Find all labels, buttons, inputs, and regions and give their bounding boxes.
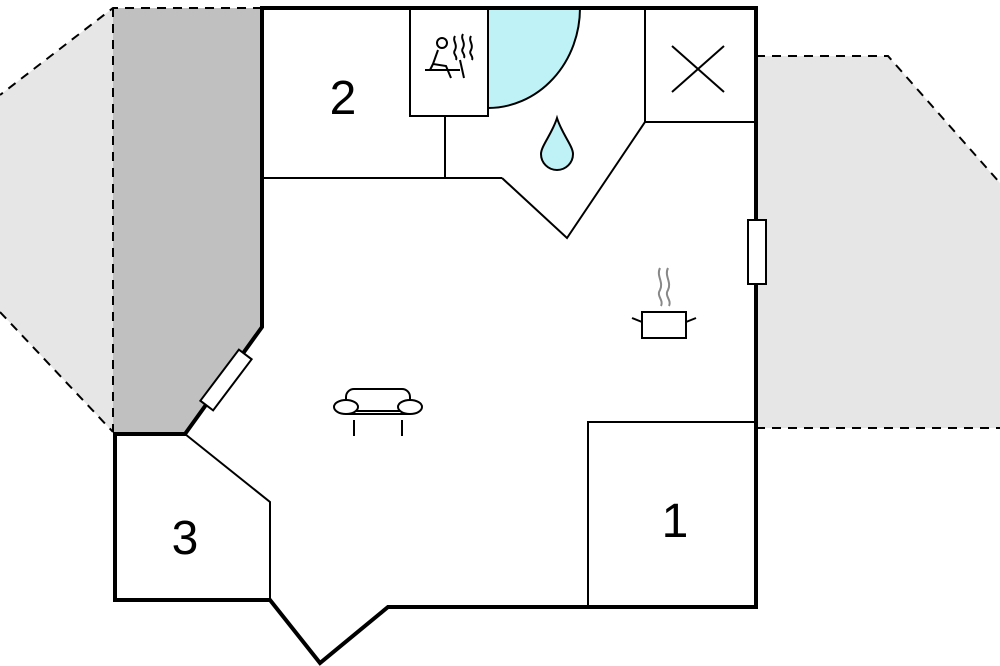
wall-room1 [587,421,756,607]
room-label-1: 1 [662,495,689,548]
wall-room3 [184,433,271,600]
terrace-right [756,55,1000,429]
room-label-2: 2 [330,72,357,125]
shower-icon [487,7,582,110]
building-floor [115,8,756,663]
sauna-icon [425,33,474,79]
window-left [198,348,254,412]
terrace-left-dark [113,8,262,434]
terrace-right-outline [756,55,1000,184]
water-drop-icon [539,114,575,171]
sofa-icon [333,388,423,436]
window-right [747,219,767,285]
cross-icon [671,45,725,93]
room-label-3: 3 [172,512,199,565]
cooking-pot-icon [631,267,697,339]
terrace-left [0,7,262,434]
terrace-left-light [0,8,113,432]
terrace-right-fill [756,56,1000,428]
interior-walls [184,7,756,607]
terrace-left-diag [0,311,114,433]
wall-bath [501,121,756,240]
